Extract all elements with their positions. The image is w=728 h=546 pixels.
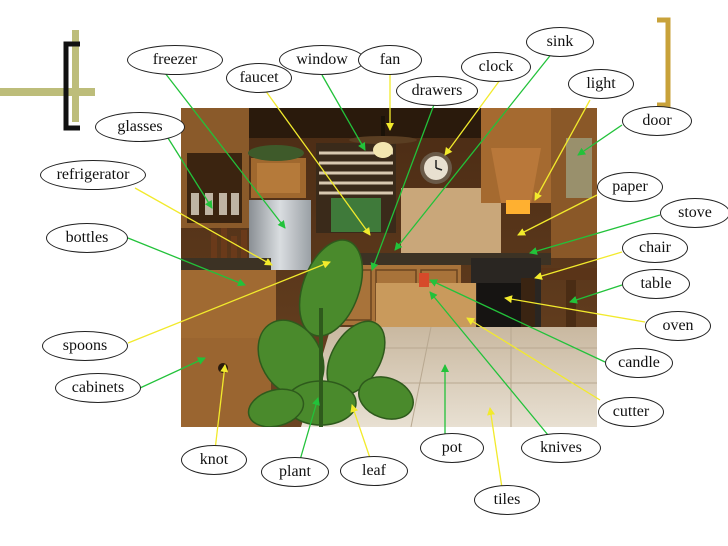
- pointer-stove: [529, 214, 661, 255]
- pointer-glasses: [167, 137, 213, 209]
- pointer-freezer: [164, 72, 286, 229]
- label-spoons: spoons: [42, 331, 128, 361]
- pointer-bottles: [127, 237, 246, 287]
- pointer-light: [534, 99, 591, 201]
- label-leaf: leaf: [340, 456, 408, 486]
- label-door: door: [622, 106, 692, 136]
- label-cabinets: cabinets: [55, 373, 141, 403]
- olive-bar-left: [0, 88, 95, 96]
- label-stove: stove: [660, 198, 728, 228]
- pointer-paper: [517, 194, 598, 236]
- pointer-table: [569, 284, 623, 304]
- black-bracket-left: [63, 41, 80, 131]
- pointer-knot: [214, 364, 229, 451]
- label-plant: plant: [261, 457, 329, 487]
- label-clock: clock: [461, 52, 531, 82]
- pointer-candle: [429, 279, 606, 363]
- pointer-drawers: [370, 101, 436, 271]
- pointer-cutter: [466, 317, 601, 401]
- label-freezer: freezer: [127, 45, 223, 75]
- label-pot: pot: [420, 433, 484, 463]
- label-faucet: faucet: [226, 63, 292, 93]
- pointer-door: [577, 124, 623, 156]
- label-tiles: tiles: [474, 485, 540, 515]
- label-paper: paper: [597, 172, 663, 202]
- label-drawers: drawers: [396, 76, 478, 106]
- label-knives: knives: [521, 433, 601, 463]
- label-knot: knot: [181, 445, 247, 475]
- label-table: table: [622, 269, 690, 299]
- label-cutter: cutter: [598, 397, 664, 427]
- pointer-knives: [429, 291, 549, 436]
- pointer-clock: [444, 79, 501, 156]
- pointer-sink: [394, 51, 554, 251]
- pointer-tiles: [487, 407, 503, 489]
- label-fan: fan: [358, 45, 422, 75]
- gold-bracket-right: [657, 17, 671, 108]
- kitchen-photo: [181, 108, 597, 427]
- pointer-chair: [534, 251, 623, 280]
- label-candle: candle: [605, 348, 673, 378]
- pointer-cabinets: [139, 357, 206, 389]
- label-bottles: bottles: [46, 223, 128, 253]
- label-oven: oven: [645, 311, 711, 341]
- pointer-leaf: [350, 404, 371, 459]
- pointer-plant: [299, 397, 320, 461]
- label-light: light: [568, 69, 634, 99]
- pointer-spoons: [127, 260, 331, 344]
- label-glasses: glasses: [95, 112, 185, 142]
- kitchen-photo-art: [181, 108, 597, 427]
- label-window: window: [279, 45, 365, 75]
- label-chair: chair: [622, 233, 688, 263]
- olive-bar-vertical: [72, 30, 79, 122]
- pointer-refrigerator: [134, 187, 273, 266]
- pointer-faucet: [264, 89, 371, 236]
- pointer-oven: [504, 295, 646, 323]
- label-sink: sink: [526, 27, 594, 57]
- label-refrigerator: refrigerator: [40, 160, 146, 190]
- pointer-window: [321, 74, 366, 151]
